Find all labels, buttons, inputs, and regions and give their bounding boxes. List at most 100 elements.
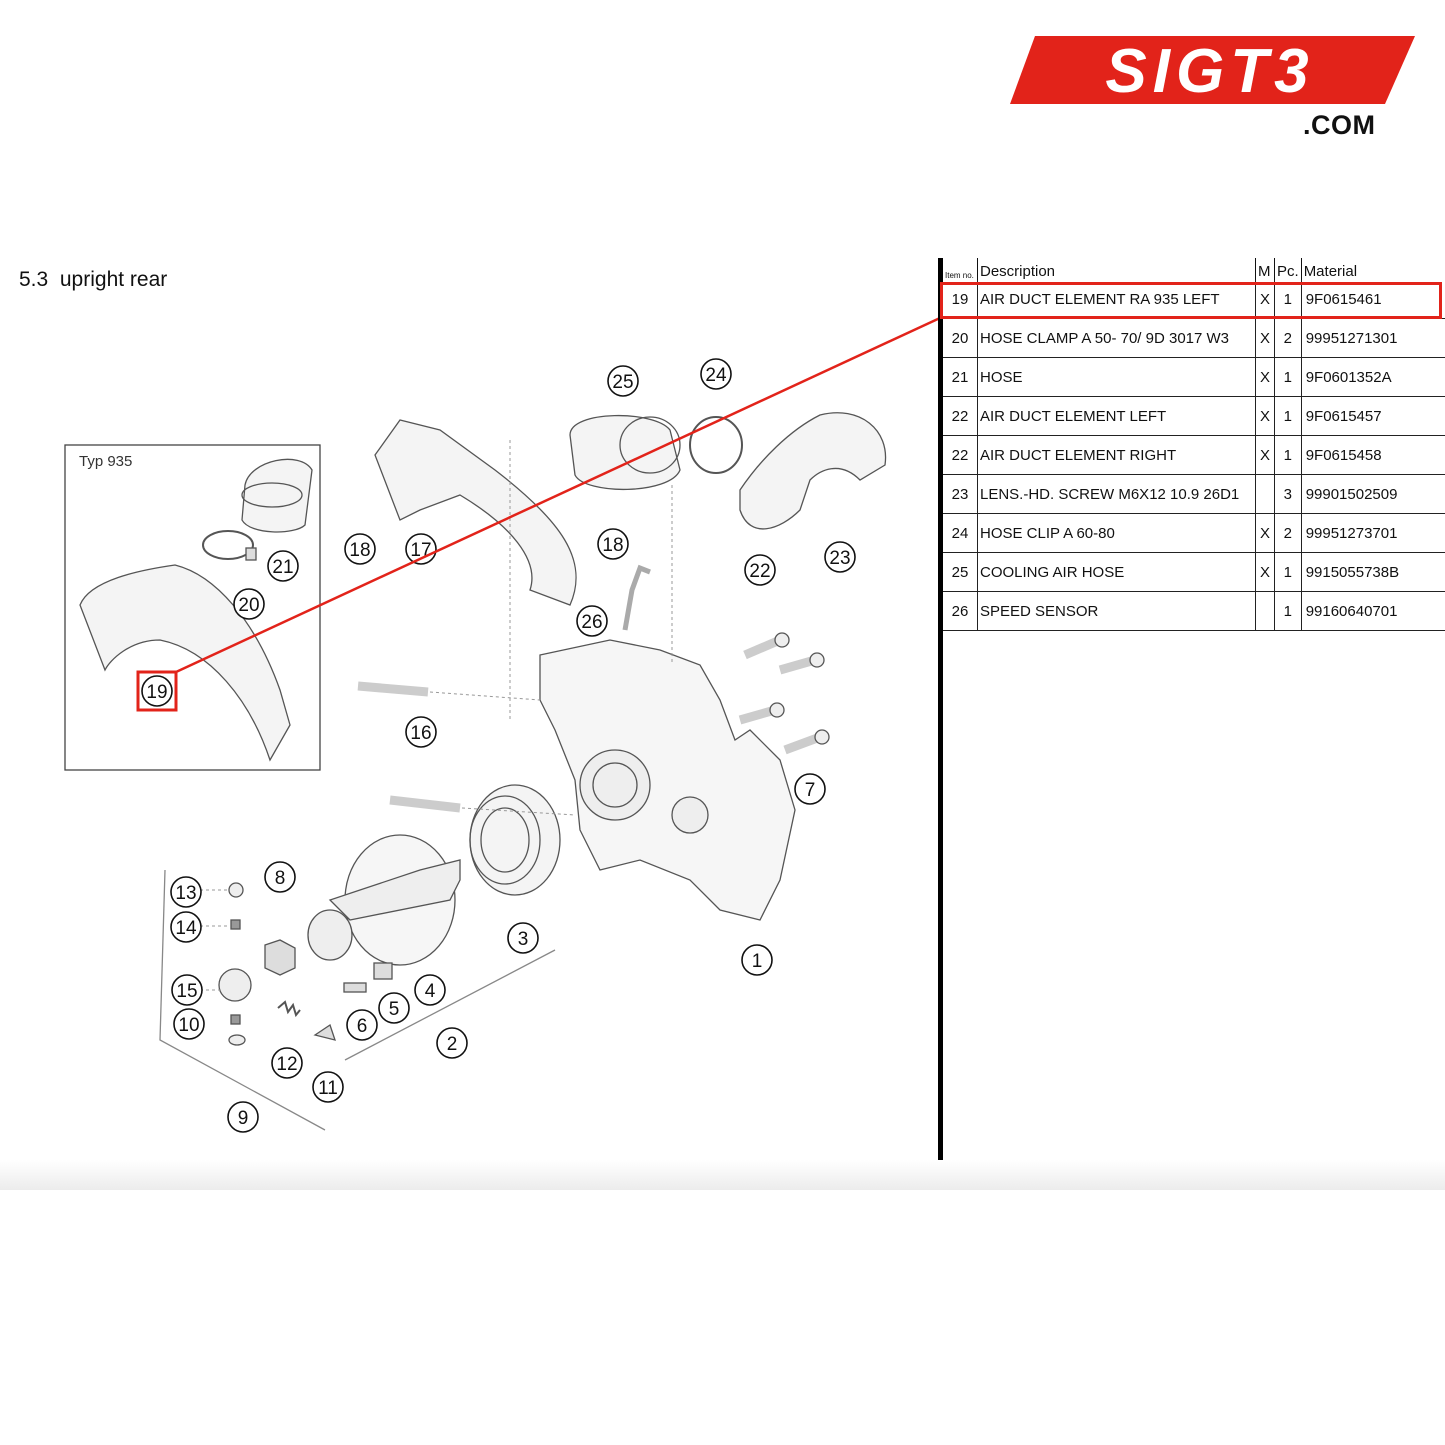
callout-14: 14 bbox=[170, 911, 202, 943]
svg-text:3: 3 bbox=[518, 929, 529, 950]
cell-m: X bbox=[1255, 318, 1275, 358]
table-row[interactable]: 22 AIR DUCT ELEMENT LEFT X 1 9F0615457 bbox=[943, 396, 1445, 436]
inset-frame bbox=[64, 444, 321, 771]
table-row[interactable]: 19 AIR DUCT ELEMENT RA 935 LEFT X 1 9F06… bbox=[943, 280, 1445, 319]
header-material: Material bbox=[1303, 263, 1358, 280]
cell-material: 9F0615461 bbox=[1301, 280, 1445, 319]
part-11 bbox=[313, 1023, 336, 1041]
cell-pc: 2 bbox=[1274, 513, 1302, 553]
cell-pc: 1 bbox=[1274, 552, 1302, 592]
callout-6: 6 bbox=[346, 1009, 378, 1041]
callout-24: 24 bbox=[700, 358, 732, 390]
callout-9: 9 bbox=[227, 1101, 259, 1133]
cell-description: AIR DUCT ELEMENT LEFT bbox=[977, 396, 1256, 436]
part-6 bbox=[343, 982, 367, 993]
cell-material: 9F0615458 bbox=[1301, 435, 1445, 475]
table-row[interactable]: 24 HOSE CLIP A 60-80 X 2 99951273701 bbox=[943, 513, 1445, 553]
svg-text:10: 10 bbox=[178, 1015, 199, 1036]
cell-m: X bbox=[1255, 435, 1275, 475]
parts-table: Item no. Description M Pc. Material 19 A… bbox=[943, 258, 1445, 631]
cell-item: 21 bbox=[943, 357, 978, 397]
callout-17: 17 bbox=[405, 533, 437, 565]
cell-description: SPEED SENSOR bbox=[977, 591, 1256, 631]
cell-material: 99951273701 bbox=[1301, 513, 1445, 553]
part-16-pin bbox=[357, 681, 429, 697]
svg-text:4: 4 bbox=[425, 981, 436, 1002]
cell-item: 20 bbox=[943, 318, 978, 358]
cell-m: X bbox=[1255, 396, 1275, 436]
callout-10: 10 bbox=[173, 1008, 205, 1040]
cell-description: COOLING AIR HOSE bbox=[977, 552, 1256, 592]
callout-4: 4 bbox=[414, 974, 446, 1006]
callout-19: 19 bbox=[141, 675, 173, 707]
callout-15: 15 bbox=[171, 974, 203, 1006]
svg-text:22: 22 bbox=[749, 561, 770, 582]
svg-text:26: 26 bbox=[581, 612, 602, 633]
table-row[interactable]: 21 HOSE X 1 9F0601352A bbox=[943, 357, 1445, 397]
callout-2: 2 bbox=[436, 1027, 468, 1059]
callout-19-highlight bbox=[136, 670, 178, 712]
svg-text:1: 1 bbox=[752, 951, 763, 972]
svg-text:18: 18 bbox=[602, 535, 623, 556]
svg-text:19: 19 bbox=[146, 682, 167, 703]
cell-material: 99160640701 bbox=[1301, 591, 1445, 631]
cell-description: AIR DUCT ELEMENT RIGHT bbox=[977, 435, 1256, 475]
part-4-hub bbox=[307, 834, 461, 966]
cell-item: 26 bbox=[943, 591, 978, 631]
header-item-no: Item no. bbox=[943, 258, 978, 280]
table-row[interactable]: 20 HOSE CLAMP A 50- 70/ 9D 3017 W3 X 2 9… bbox=[943, 318, 1445, 358]
svg-text:14: 14 bbox=[175, 918, 197, 939]
callout-12: 12 bbox=[271, 1047, 303, 1079]
table-row[interactable]: 25 COOLING AIR HOSE X 1 9915055738B bbox=[943, 552, 1445, 592]
table-header-row: Item no. Description M Pc. Material bbox=[943, 258, 1445, 280]
logo-domain-text: .COM bbox=[1303, 110, 1376, 140]
table-row[interactable]: 23 LENS.-HD. SCREW M6X12 10.9 26D1 3 999… bbox=[943, 474, 1445, 514]
cell-pc: 1 bbox=[1274, 435, 1302, 475]
highlight-connector bbox=[175, 316, 941, 674]
svg-text:2: 2 bbox=[447, 1034, 458, 1055]
part-3-bearing bbox=[469, 784, 561, 896]
part-1-upright bbox=[539, 639, 796, 921]
table-row[interactable]: 26 SPEED SENSOR 1 99160640701 bbox=[943, 591, 1445, 631]
callout-3: 3 bbox=[507, 922, 539, 954]
cell-description: LENS.-HD. SCREW M6X12 10.9 26D1 bbox=[977, 474, 1256, 514]
header-pc: Pc. bbox=[1274, 258, 1302, 280]
cell-pc: 1 bbox=[1274, 357, 1302, 397]
header-description: Description bbox=[977, 258, 1256, 280]
section-number: 5.3 bbox=[19, 268, 49, 291]
cell-description: HOSE bbox=[977, 357, 1256, 397]
part-5 bbox=[373, 962, 393, 980]
svg-text:23: 23 bbox=[829, 548, 850, 569]
sigt3-logo[interactable]: SIGT3 bbox=[1005, 30, 1420, 145]
part-12-spring bbox=[277, 1000, 301, 1018]
cell-m bbox=[1255, 474, 1275, 514]
bottom-fade bbox=[0, 1160, 1445, 1190]
svg-text:11: 11 bbox=[318, 1078, 338, 1099]
highlighted-row-19 bbox=[940, 282, 1442, 319]
callout-8: 8 bbox=[264, 861, 296, 893]
svg-text:24: 24 bbox=[705, 365, 727, 386]
callout-21: 21 bbox=[267, 550, 299, 582]
svg-text:5: 5 bbox=[389, 999, 400, 1020]
cell-material: 9F0615457 bbox=[1301, 396, 1445, 436]
callout-16: 16 bbox=[405, 716, 437, 748]
svg-text:SIGT3: SIGT3 bbox=[1105, 37, 1314, 106]
svg-text:20: 20 bbox=[238, 595, 259, 616]
table-row[interactable]: 22 AIR DUCT ELEMENT RIGHT X 1 9F0615458 bbox=[943, 435, 1445, 475]
section-title: 5.3 upright rear bbox=[19, 268, 167, 292]
part-7-bolts bbox=[738, 632, 830, 755]
svg-text:18: 18 bbox=[349, 540, 370, 561]
callout-7: 7 bbox=[794, 773, 826, 805]
callout-18a: 18 bbox=[344, 533, 376, 565]
cell-item: 24 bbox=[943, 513, 978, 553]
svg-text:21: 21 bbox=[272, 557, 293, 578]
svg-text:25: 25 bbox=[612, 372, 633, 393]
cell-pc: 3 bbox=[1274, 474, 1302, 514]
callout-13: 13 bbox=[170, 876, 202, 908]
cell-material: 9F0601352A bbox=[1301, 357, 1445, 397]
part-14 bbox=[230, 919, 241, 930]
svg-text:15: 15 bbox=[176, 981, 197, 1002]
group-2-bracket bbox=[344, 949, 556, 1061]
svg-text:8: 8 bbox=[275, 868, 286, 889]
callout-25: 25 bbox=[607, 365, 639, 397]
